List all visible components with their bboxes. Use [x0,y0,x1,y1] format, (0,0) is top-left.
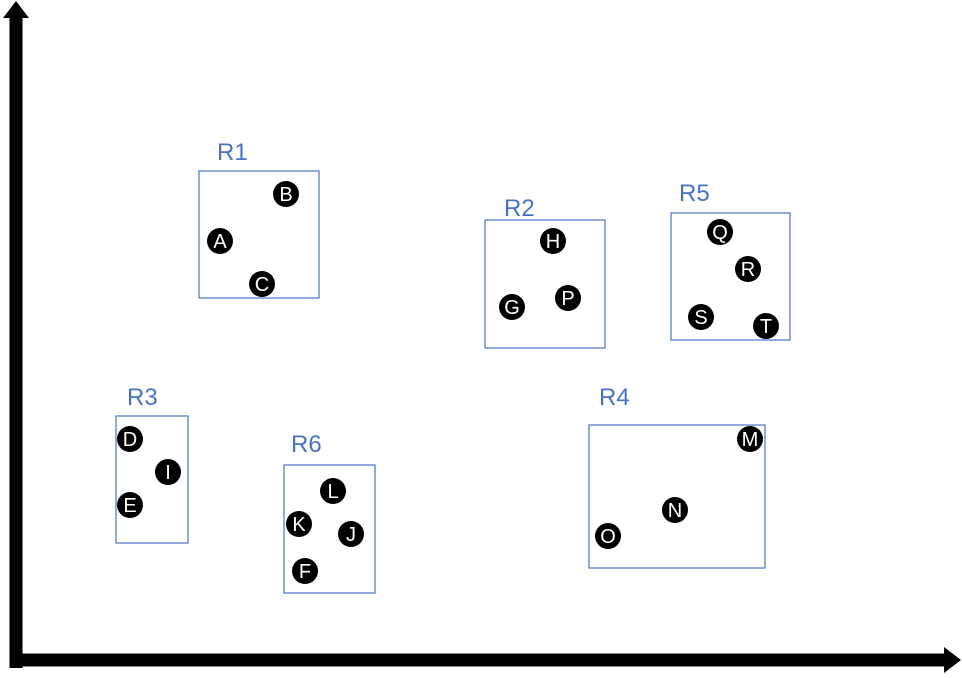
region-label: R4 [599,384,630,411]
point-i: I [155,459,181,485]
region-label: R6 [291,431,322,458]
point-marker [499,294,525,320]
point-a: A [207,228,233,254]
point-label: M [742,429,759,451]
point-k: K [286,511,312,537]
region-r1: R1A B C [198,139,320,299]
point-l: L [320,478,346,504]
point-label: S [694,307,707,329]
region-box [115,415,189,544]
point-marker [292,558,318,584]
point-marker [595,523,621,549]
point-label: I [165,462,171,484]
point-t: T [753,313,779,339]
point-label: O [600,526,616,548]
point-p: P [555,285,581,311]
point-label: R [741,259,755,281]
point-label: E [123,495,136,517]
point-label: D [123,429,137,451]
point-h: H [540,228,566,254]
point-marker [286,511,312,537]
region-box [283,464,376,594]
point-s: S [688,304,714,330]
point-label: F [299,561,311,583]
point-marker [735,256,761,282]
point-label: B [279,184,292,206]
x-axis-arrowhead [944,647,961,673]
point-m: M [737,426,763,452]
point-marker [155,459,181,485]
point-label: J [346,524,356,546]
point-r: R [735,256,761,282]
point-label: A [213,231,227,253]
point-marker [207,228,233,254]
point-marker [249,271,275,297]
point-n: N [662,497,688,523]
point-marker [273,181,299,207]
point-c: C [249,271,275,297]
point-label: G [504,297,520,319]
point-marker [117,492,143,518]
point-j: J [338,521,364,547]
point-g: G [499,294,525,320]
point-label: N [668,500,682,522]
region-r3: R3D I E [115,384,189,544]
y-axis-arrowhead [3,1,29,18]
point-d: D [117,426,143,452]
point-marker [753,313,779,339]
point-f: F [292,558,318,584]
point-label: C [255,274,269,296]
point-marker [540,228,566,254]
region-box [588,424,766,569]
region-box [670,212,791,341]
region-box [198,170,320,299]
region-label: R1 [217,139,248,166]
point-o: O [595,523,621,549]
point-label: H [546,231,560,253]
point-label: K [292,514,306,536]
point-marker [707,219,733,245]
region-box [484,219,606,349]
point-marker [117,426,143,452]
region-r4: R4M N O [588,384,766,569]
point-marker [338,521,364,547]
region-r2: R2H G P [484,195,606,349]
point-label: Q [712,222,728,244]
point-label: P [561,288,574,310]
point-label: L [327,481,338,503]
region-label: R5 [679,180,710,207]
point-b: B [273,181,299,207]
point-marker [662,497,688,523]
point-marker [555,285,581,311]
point-e: E [117,492,143,518]
point-marker [688,304,714,330]
axes [3,1,961,673]
point-q: Q [707,219,733,245]
point-marker [737,426,763,452]
region-label: R2 [504,195,535,222]
point-label: T [760,316,772,338]
region-label: R3 [127,384,158,411]
point-marker [320,478,346,504]
